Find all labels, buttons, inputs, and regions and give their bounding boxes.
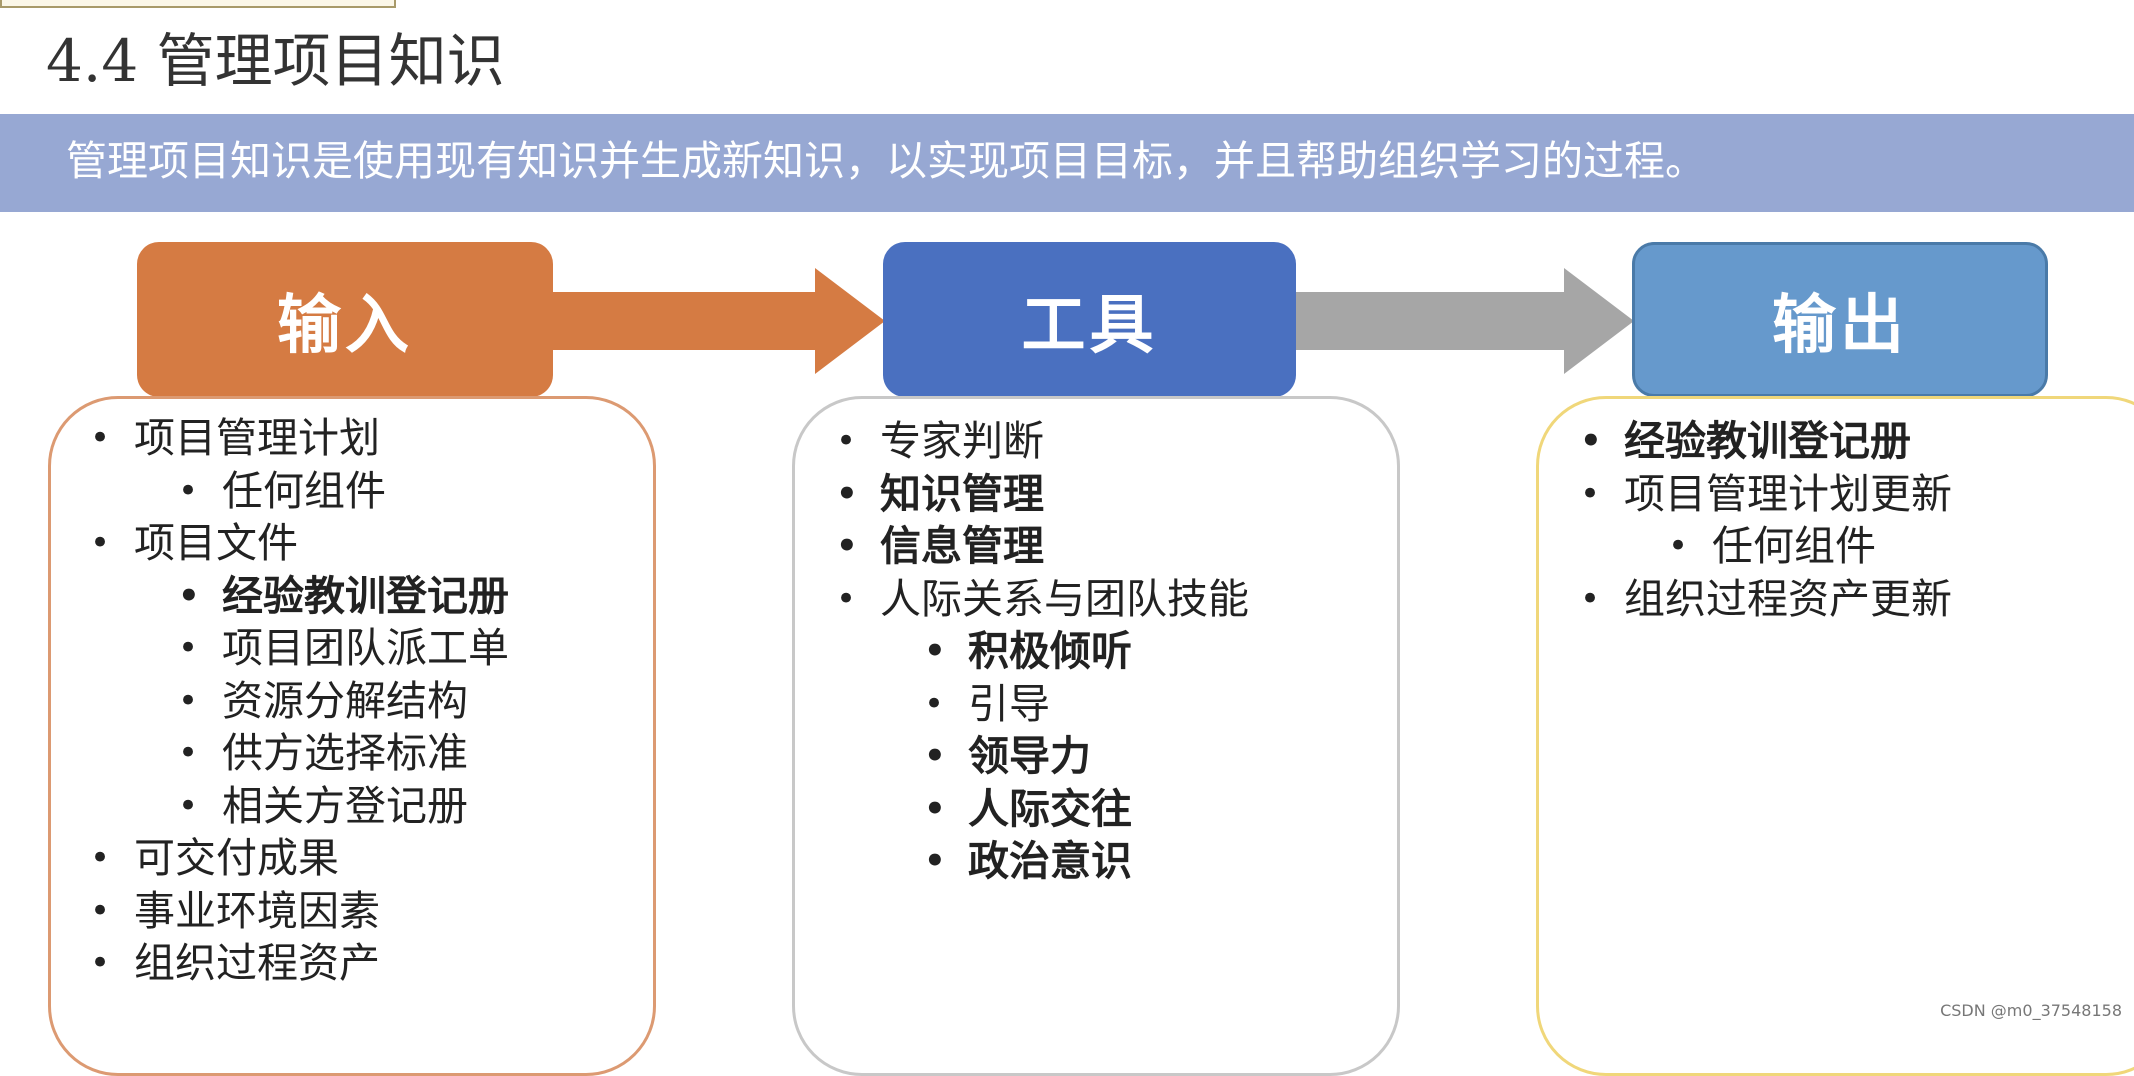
page-title: 4.4 管理项目知识 bbox=[46, 27, 505, 95]
tools-header: 工具 bbox=[883, 242, 1296, 397]
input-list-item: 可交付成果 bbox=[90, 832, 509, 885]
input-list-item: 事业环境因素 bbox=[90, 885, 509, 938]
tools-list-item: 信息管理 bbox=[836, 520, 1249, 573]
input-items-list: 项目管理计划任何组件项目文件经验教训登记册项目团队派工单资源分解结构供方选择标准… bbox=[90, 412, 509, 990]
input-list-item: 资源分解结构 bbox=[178, 675, 509, 728]
output-items-list: 经验教训登记册项目管理计划更新任何组件组织过程资产更新 bbox=[1580, 415, 1952, 626]
input-list-item: 项目管理计划 bbox=[90, 412, 509, 465]
definition-text: 管理项目知识是使用现有知识并生成新知识，以实现项目目标，并且帮助组织学习的过程。 bbox=[66, 137, 1706, 185]
input-list-item: 经验教训登记册 bbox=[178, 570, 509, 623]
definition-banner bbox=[0, 114, 2134, 212]
input-list-item: 供方选择标准 bbox=[178, 727, 509, 780]
arrow-tools-to-output bbox=[1292, 268, 1634, 374]
arrow-input-to-tools bbox=[545, 268, 885, 374]
input-list-item: 项目团队派工单 bbox=[178, 622, 509, 675]
output-list-item: 经验教训登记册 bbox=[1580, 415, 1952, 468]
tools-list-item: 人际关系与团队技能 bbox=[836, 573, 1249, 626]
input-list-item: 任何组件 bbox=[178, 465, 509, 518]
output-list-item: 项目管理计划更新 bbox=[1580, 468, 1952, 521]
tools-list-item: 引导 bbox=[924, 678, 1249, 731]
tools-list-item: 人际交往 bbox=[924, 783, 1249, 836]
output-list-item: 任何组件 bbox=[1668, 520, 1952, 573]
tools-list-item: 领导力 bbox=[924, 730, 1249, 783]
input-list-item: 项目文件 bbox=[90, 517, 509, 570]
tools-list-item: 知识管理 bbox=[836, 468, 1249, 521]
input-header: 输入 bbox=[137, 242, 553, 397]
arrow-shape-tools-to-output bbox=[1292, 268, 1634, 374]
output-list-item: 组织过程资产更新 bbox=[1580, 573, 1952, 626]
input-list-item: 组织过程资产 bbox=[90, 937, 509, 990]
tools-list-item: 专家判断 bbox=[836, 415, 1249, 468]
output-header: 输出 bbox=[1632, 242, 2048, 397]
top-decoration-box bbox=[0, 0, 396, 8]
input-list-item: 相关方登记册 bbox=[178, 780, 509, 833]
arrow-shape-input-to-tools bbox=[545, 268, 885, 374]
tools-list-item: 政治意识 bbox=[924, 835, 1249, 888]
tools-list-item: 积极倾听 bbox=[924, 625, 1249, 678]
tools-items-list: 专家判断知识管理信息管理人际关系与团队技能积极倾听引导领导力人际交往政治意识 bbox=[836, 415, 1249, 888]
watermark-text: CSDN @m0_37548158 bbox=[1940, 1001, 2122, 1020]
